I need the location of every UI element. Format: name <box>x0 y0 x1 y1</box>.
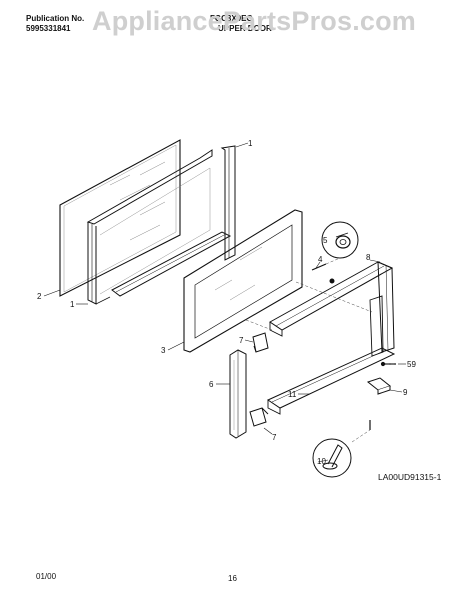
callout-7-top: 7 <box>239 336 244 345</box>
callout-9: 9 <box>403 388 408 397</box>
callout-3: 3 <box>161 346 166 355</box>
callout-59: 59 <box>407 360 416 369</box>
inner-door-glass <box>183 209 303 353</box>
page-number: 16 <box>228 574 237 583</box>
model-number: FGC3X9EG <box>210 14 253 23</box>
assembly-lines <box>245 257 394 443</box>
callout-6: 6 <box>209 380 214 389</box>
outer-glass-panel <box>59 139 181 297</box>
part-9-block <box>366 377 392 395</box>
callout-2: 2 <box>37 292 42 301</box>
section-title: UPPER DOOR <box>218 24 272 33</box>
watermark: AppliancePartsPros.com <box>92 6 417 36</box>
part-5-detail <box>321 221 359 259</box>
callout-7-bottom: 7 <box>272 433 277 442</box>
diagram-code: LA00UD91315-1 <box>378 472 442 482</box>
publication-number: 5995331841 <box>26 24 71 33</box>
part-59-screw <box>369 361 396 430</box>
part-4-screw <box>311 263 335 284</box>
callout-5: 5 <box>323 236 328 245</box>
callout-11: 11 <box>288 390 297 399</box>
clip-lower <box>249 407 269 427</box>
leader-lines <box>43 142 406 463</box>
clip-upper <box>252 332 269 353</box>
side-channel <box>229 349 247 439</box>
bottom-channel <box>266 347 396 415</box>
footer-date: 01/00 <box>36 572 57 581</box>
callout-4: 4 <box>318 255 323 264</box>
part-10-detail <box>312 438 352 478</box>
publication-label: Publication No. <box>26 14 85 23</box>
callout-10: 10 <box>317 457 326 466</box>
door-frame <box>269 261 395 357</box>
callout-1-top: 1 <box>248 139 253 148</box>
glass-trim-frame <box>86 145 236 305</box>
callout-8: 8 <box>366 253 371 262</box>
callout-1-left: 1 <box>70 300 75 309</box>
